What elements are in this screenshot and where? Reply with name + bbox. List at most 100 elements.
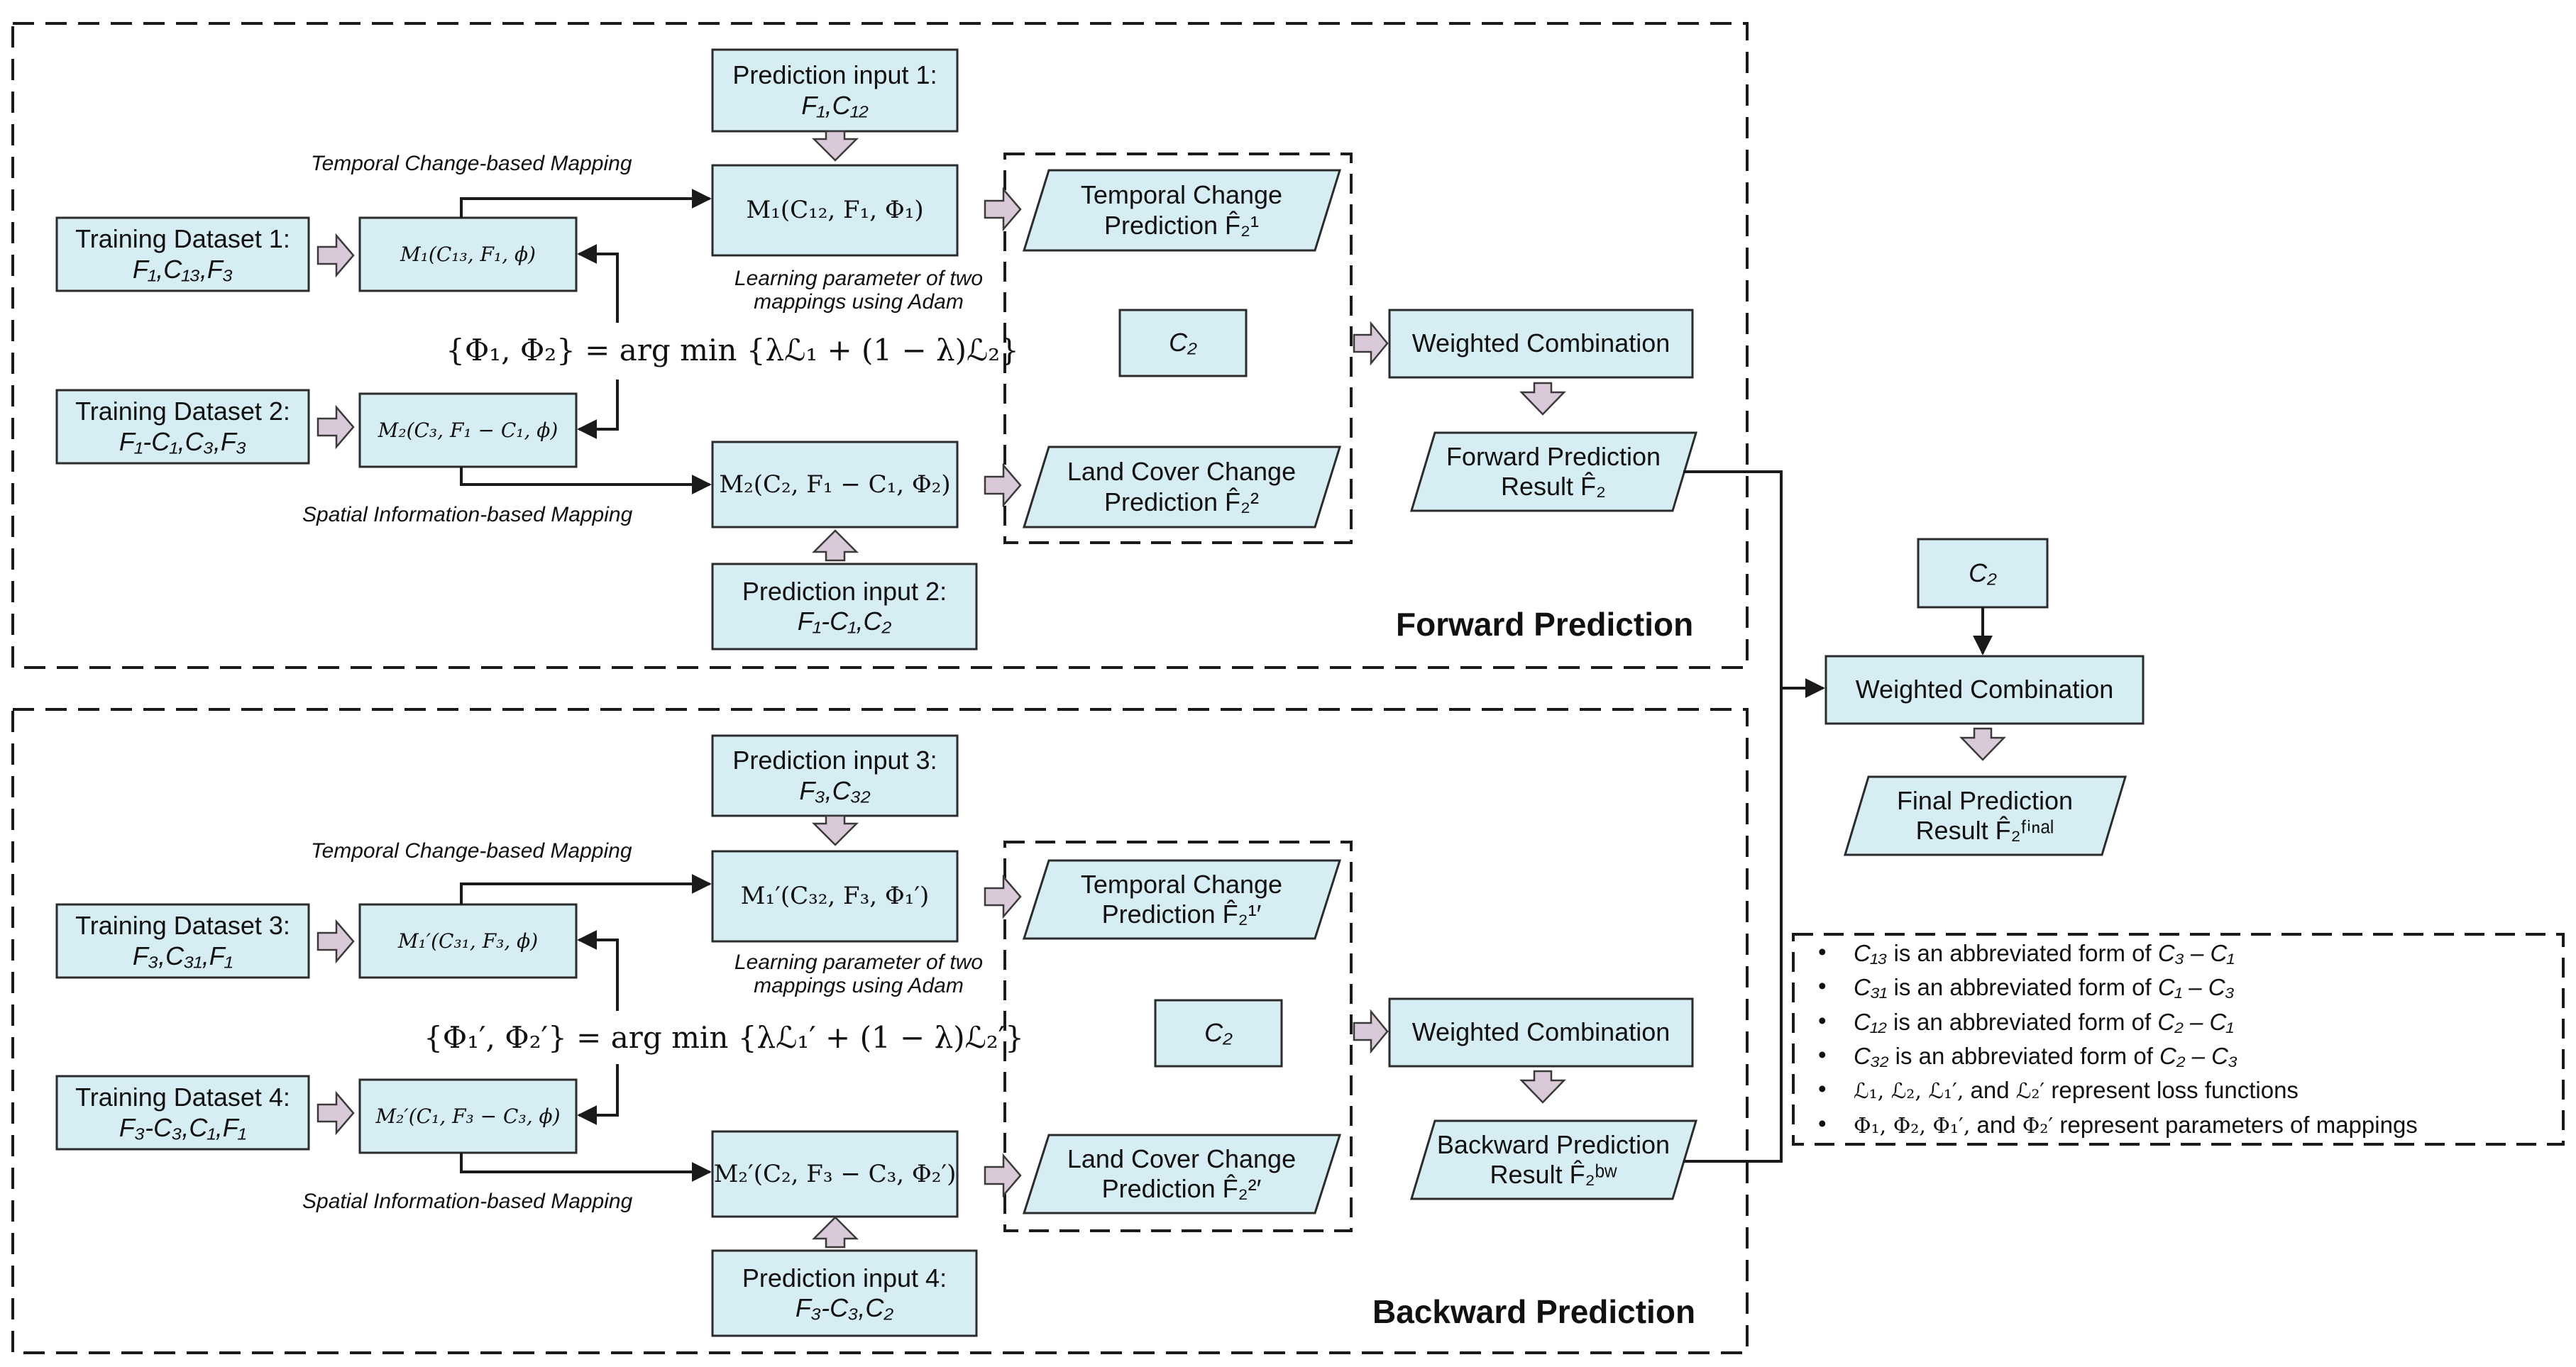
final-prediction-result-shape (1843, 775, 2128, 856)
block-arrow-m2-to-landcover-backward (984, 1153, 1022, 1198)
block-arrow-combination-to-result-backward (1519, 1070, 1566, 1104)
legend-item-c31-symbol: C₃₁ (1854, 974, 1888, 1001)
line-opt-to-m1-train (577, 244, 619, 323)
forward-prediction-title: Forward Prediction (1396, 606, 1694, 643)
line-m1-train-to-m1-pred (460, 189, 712, 218)
spatial-mapping-note: Spatial Information-based Mapping (302, 503, 633, 526)
legend-param-and: and (1970, 1111, 2022, 1138)
legend-item-c31: C₃₁ is an abbreviated form of C₁ – C₃ (1808, 973, 2553, 1001)
mapping-m2-train-box-backward (358, 1078, 578, 1154)
learning-parameter-note: Learning parameter of two mappings using… (699, 267, 1018, 314)
mapping-m1-pred-box (711, 164, 959, 257)
legend-loss-symbols: ℒ₁, ℒ₂, ℒ₁′, (1854, 1079, 1964, 1105)
legend-item-c32-symbol: C₃₂ (1854, 1043, 1889, 1070)
legend-item-c12-expansion: C₂ – C₁ (2157, 1008, 2234, 1035)
c2-box-forward (1118, 309, 1248, 377)
line-backward-result-to-final (1683, 688, 1783, 1163)
block-arrows (317, 130, 2006, 1249)
temporal-mapping-note-backward: Temporal Change-based Mapping (311, 839, 632, 863)
legend-item-c13-symbol: C₁₃ (1854, 940, 1888, 967)
training-dataset-3-box (55, 903, 310, 979)
block-arrow-to-weighted-combination (1353, 321, 1389, 366)
line-forward-result-to-final (1683, 470, 1825, 698)
block-arrow-to-weighted-combination-backward (1353, 1009, 1389, 1054)
block-arrow-input2-up (811, 529, 859, 562)
legend-loss-last-symbol: ℒ₂′ (2015, 1079, 2045, 1105)
land-cover-change-prediction-shape (1022, 445, 1342, 528)
block-arrow-m1-to-temporal-backward (984, 874, 1022, 919)
block-arrow-final-combination-to-result (1959, 727, 2006, 761)
legend-item-c13-expansion: C₃ – C₁ (2157, 940, 2235, 967)
legend-item-loss-functions: ℒ₁, ℒ₂, ℒ₁′, and ℒ₂′ represent loss func… (1808, 1075, 2553, 1105)
legend-item-c12-text: is an abbreviated form of (1886, 1008, 2158, 1035)
block-arrow-combination-to-result (1519, 382, 1566, 416)
legend-item-c32: C₃₂ is an abbreviated form of C₂ – C₃ (1808, 1041, 2553, 1070)
legend: C₁₃ is an abbreviated form of C₃ – C₁ C₃… (1808, 936, 2553, 1142)
legend-item-c32-expansion: C₂ – C₃ (2159, 1043, 2238, 1070)
mapping-m1-train-box-backward (358, 903, 578, 979)
learning-parameter-note-backward: Learning parameter of two mappings using… (699, 951, 1018, 997)
prediction-input-1-box (711, 48, 959, 133)
mapping-m1-pred-box-backward (711, 850, 959, 943)
block-arrow-td1-right (317, 233, 355, 278)
prediction-input-4-box (711, 1249, 978, 1337)
prediction-input-2-box (711, 563, 978, 651)
forward-section-frame (11, 22, 1749, 669)
line-m2-train-to-m2-pred-backward (460, 1153, 712, 1182)
temporal-change-prediction-shape-backward (1022, 859, 1342, 940)
legend-item-c12: C₁₂ is an abbreviated form of C₂ – C₁ (1808, 1007, 2553, 1036)
legend-item-c12-symbol: C₁₂ (1854, 1008, 1887, 1035)
weighted-combination-box-final (1824, 655, 2145, 725)
c2-box-backward (1154, 999, 1283, 1068)
line-opt-to-m2-train-backward (577, 1064, 619, 1125)
mapping-m2-train-box (358, 392, 578, 468)
legend-param-text: represent parameters of mappings (2053, 1111, 2418, 1138)
land-cover-change-prediction-shape-backward (1022, 1134, 1342, 1214)
line-opt-to-m1-train-backward (577, 930, 619, 1011)
legend-item-c13-text: is an abbreviated form of (1887, 940, 2158, 967)
block-arrow-input1-down (811, 130, 859, 162)
training-dataset-4-box (55, 1075, 310, 1151)
line-m2-train-to-m2-pred (460, 467, 712, 494)
legend-loss-and: and (1964, 1077, 2016, 1104)
learning-parameter-note-backward-line2: mappings using Adam (754, 974, 964, 997)
block-arrow-td4-right (317, 1090, 355, 1136)
learning-parameter-note-line2: mappings using Adam (754, 290, 964, 314)
line-opt-to-m2-train (577, 380, 619, 439)
block-arrow-input3-down (811, 814, 859, 846)
weighted-combination-box-backward (1388, 997, 1694, 1068)
mapping-m1-train-box (358, 216, 578, 292)
block-arrow-input4-up (811, 1216, 859, 1249)
block-arrow-m1-to-temporal (984, 187, 1022, 232)
training-dataset-2-box (55, 389, 310, 465)
temporal-mapping-note: Temporal Change-based Mapping (311, 152, 632, 175)
mapping-m2-pred-box (711, 441, 959, 528)
line-m1-train-to-m1-pred-backward (460, 874, 712, 904)
mapping-m2-pred-box-backward (711, 1130, 959, 1218)
backward-section-frame (11, 708, 1749, 1354)
legend-item-c31-text: is an abbreviated form of (1887, 974, 2158, 1001)
training-dataset-1-box (55, 216, 310, 292)
block-arrow-td3-right (317, 919, 355, 964)
c2-box-final (1917, 538, 2049, 609)
connector-lines (460, 189, 1993, 1182)
weighted-combination-box-forward (1388, 309, 1694, 379)
forward-prediction-result-shape (1409, 431, 1698, 512)
spatial-mapping-note-backward: Spatial Information-based Mapping (302, 1190, 633, 1213)
legend-loss-text: represent loss functions (2044, 1077, 2299, 1104)
legend-item-c32-text: is an abbreviated form of (1888, 1043, 2160, 1070)
legend-param-symbols: Φ₁, Φ₂, Φ₁′, (1854, 1113, 1971, 1139)
legend-param-last-symbol: Φ₂′ (2022, 1113, 2054, 1139)
learning-parameter-note-line1: Learning parameter of two (734, 267, 984, 290)
backward-prediction-result-shape (1409, 1119, 1698, 1200)
legend-frame (1792, 933, 2565, 1146)
backward-prediction-title: Backward Prediction (1372, 1293, 1696, 1330)
prediction-input-3-box (711, 734, 959, 817)
legend-item-mapping-parameters: Φ₁, Φ₂, Φ₁′, and Φ₂′ represent parameter… (1808, 1110, 2553, 1139)
legend-item-c13: C₁₃ is an abbreviated form of C₃ – C₁ (1808, 939, 2553, 967)
temporal-change-prediction-shape (1022, 169, 1342, 252)
block-arrow-m2-to-landcover (984, 463, 1022, 508)
legend-item-c31-expansion: C₁ – C₃ (2157, 974, 2235, 1001)
block-arrow-td2-right (317, 404, 355, 450)
